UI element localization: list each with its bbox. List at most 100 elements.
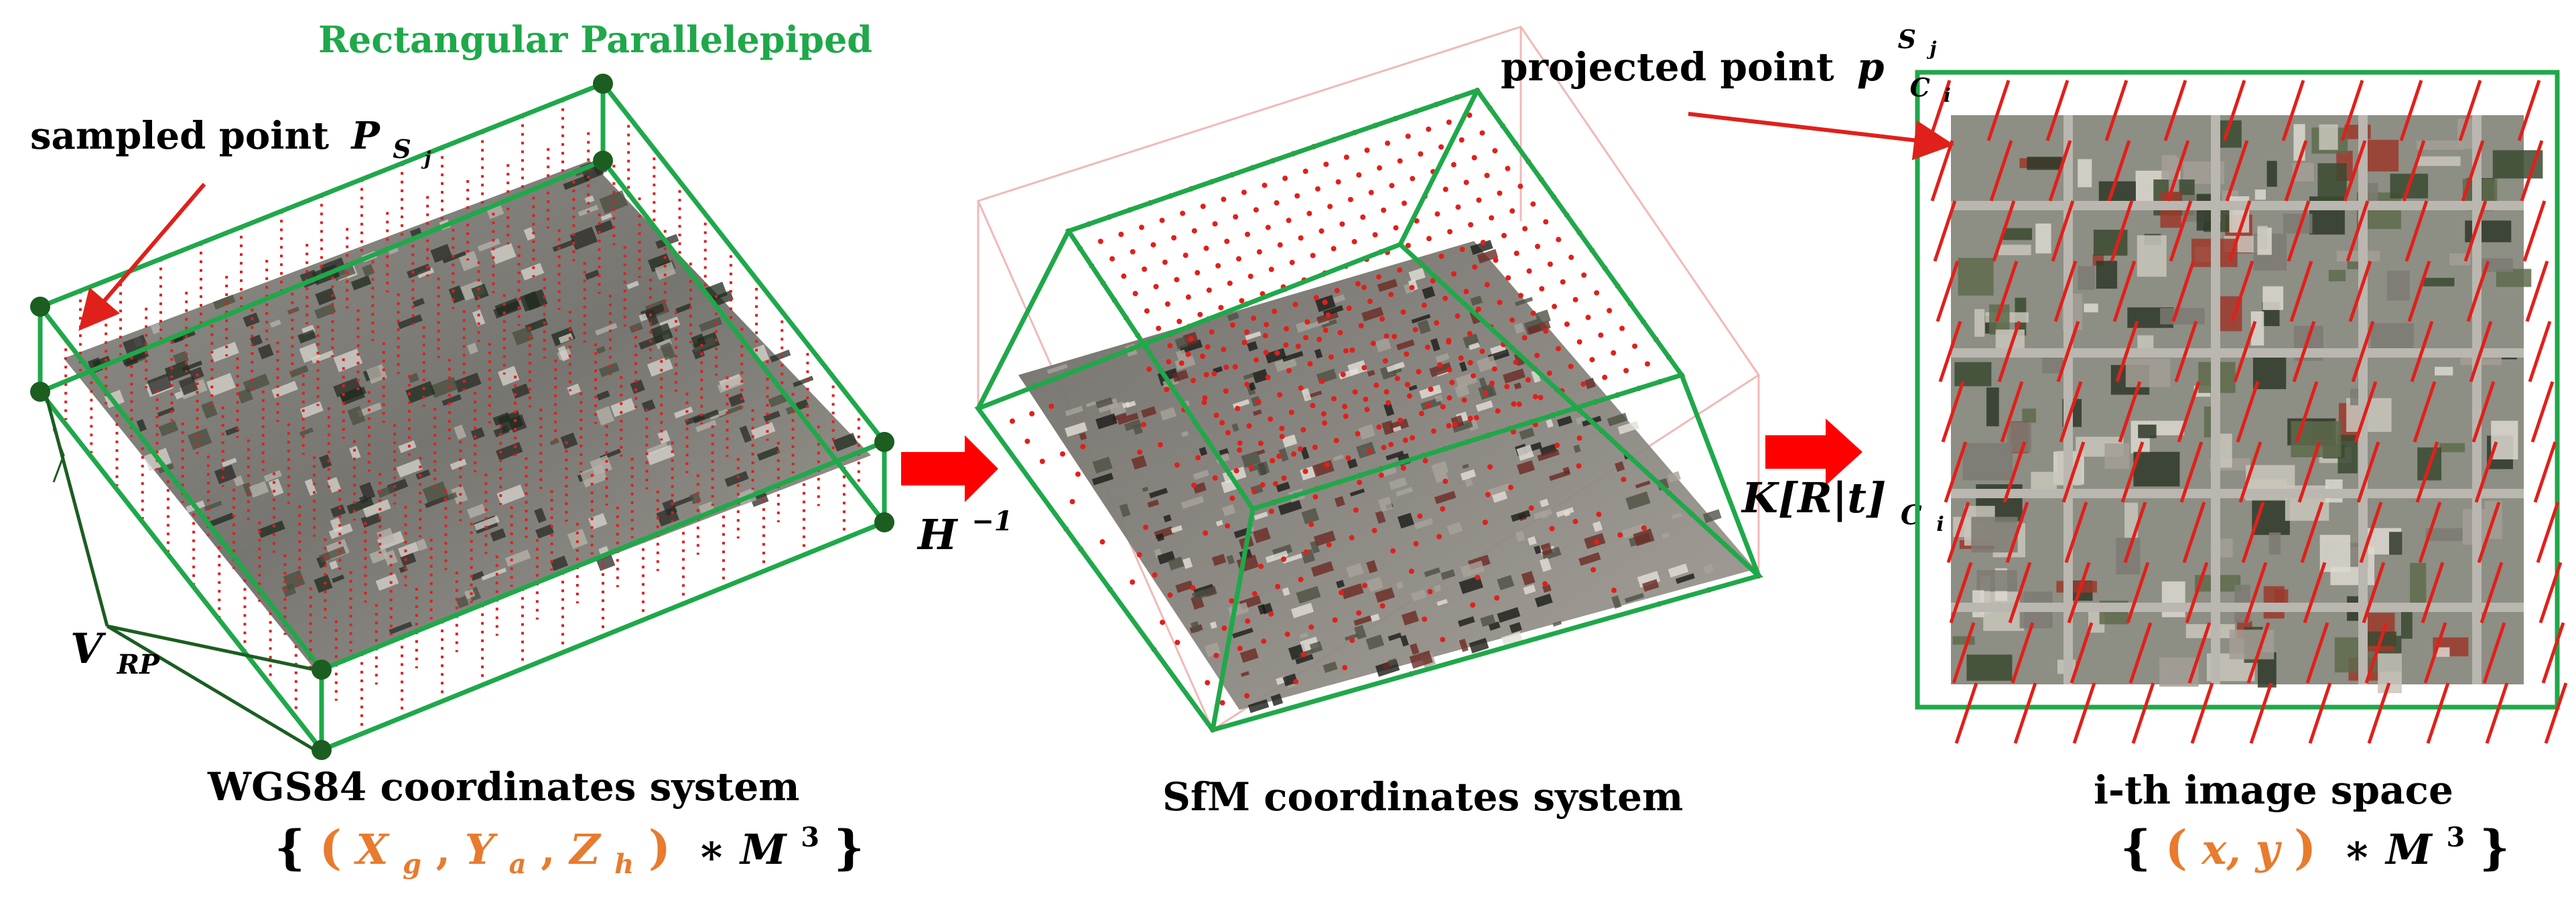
projected-segment: [2169, 200, 2193, 262]
projected-segment: [2308, 682, 2332, 744]
sample-dot: [1495, 408, 1501, 414]
cloud-patch: [1408, 384, 1418, 391]
sample-dot: [1555, 346, 1561, 352]
projected-segment: [1941, 381, 1965, 443]
cloud-patch: [1092, 456, 1113, 474]
cloud-patch: [1703, 564, 1714, 575]
projected-segment: [2356, 441, 2380, 503]
sample-dot: [1337, 329, 1343, 335]
projected-segment: [2351, 321, 2375, 382]
projected-segment: [2115, 321, 2139, 382]
projected-segment: [2480, 562, 2504, 623]
projected-segment: [2112, 260, 2137, 322]
cloud-patch: [327, 477, 342, 494]
cloud-patch: [1540, 443, 1557, 457]
cloud-patch: [598, 362, 620, 378]
aerial-block: [2078, 159, 2092, 188]
sample-dot: [1491, 366, 1497, 372]
sample-dot: [1320, 410, 1327, 417]
sample-dot: [1244, 693, 1250, 699]
cloud-patch: [1097, 398, 1120, 413]
cloud-patch: [1265, 348, 1287, 364]
sample-dot: [1422, 616, 1428, 622]
sample-dot: [1471, 155, 1477, 161]
cloud-patch: [1637, 571, 1661, 588]
sample-dot: [1203, 530, 1209, 536]
projected-segment: [2413, 381, 2437, 443]
sample-dot: [1632, 343, 1638, 349]
sample-dot: [1312, 444, 1318, 450]
cloud-patch: [210, 512, 234, 527]
sample-dot: [1424, 344, 1430, 350]
sample-dot: [1219, 420, 1225, 426]
cloud-patch: [1147, 499, 1160, 508]
sample-dot: [1538, 394, 1544, 400]
sample-dot: [1470, 602, 1476, 608]
cloud-patch: [1282, 434, 1298, 448]
projected-segment: [2415, 441, 2439, 503]
cloud-patch: [596, 390, 610, 401]
cloud-patch: [222, 457, 237, 467]
cloud-patch: [1434, 394, 1443, 402]
cloud-patch: [350, 275, 372, 291]
cloud-patch: [458, 250, 480, 272]
cloud-patch: [1252, 527, 1271, 544]
sample-dot: [1438, 253, 1444, 259]
sample-dot: [1427, 589, 1433, 595]
cloud-patch: [1119, 503, 1131, 518]
cloud-patch: [523, 227, 535, 241]
sample-dot: [1310, 252, 1316, 258]
sample-dot: [1594, 290, 1600, 296]
cloud-patch: [1615, 461, 1625, 472]
cloud-patch: [1667, 471, 1682, 483]
projected-segment: [2045, 80, 2070, 141]
cloud-patch: [1573, 444, 1581, 453]
cloud-patch: [659, 342, 676, 361]
sample-dot: [1532, 394, 1538, 400]
cloud-patch: [1624, 593, 1645, 603]
cloud-patch: [1515, 530, 1526, 542]
sampled-point-symbol: P: [350, 114, 381, 158]
cloud-patch: [750, 492, 769, 508]
sample-dot: [1195, 455, 1201, 461]
sample-dot: [1326, 542, 1332, 548]
aerial-block: [1958, 258, 1994, 296]
wgs84-var-x: X: [353, 825, 390, 874]
cloud-patch: [1578, 552, 1601, 567]
sampled-point-sub: S: [393, 134, 411, 164]
sample-dot: [1229, 322, 1235, 328]
cloud-patch: [237, 388, 253, 404]
aerial-block: [2027, 157, 2063, 170]
aerial-block: [2317, 163, 2347, 204]
sample-dot: [1492, 148, 1498, 154]
projected-segment: [2536, 502, 2560, 563]
cloud-patch: [332, 575, 345, 583]
cloud-patch: [466, 504, 486, 519]
projected-segment: [2171, 260, 2195, 322]
sample-dot: [1454, 313, 1461, 319]
wgs84-m: M: [739, 825, 788, 874]
cloud-patch: [1282, 351, 1304, 362]
projected-segment: [2056, 321, 2080, 382]
cloud-patch: [630, 379, 645, 394]
sample-dot: [1507, 484, 1513, 490]
cloud-patch: [1556, 507, 1574, 518]
aerial-block: [2137, 235, 2167, 277]
cloud-patch: [1635, 480, 1651, 489]
sample-dot: [1461, 397, 1467, 403]
aerial-block: [1952, 636, 1975, 645]
aerial-block: [2336, 250, 2380, 262]
cloud-patch: [1457, 616, 1475, 627]
cloud-patch: [1408, 267, 1426, 282]
sample-dot: [1164, 386, 1170, 392]
projected-segment: [2284, 140, 2308, 202]
sample-dot: [1446, 119, 1452, 125]
sample-dot: [1505, 275, 1511, 281]
sample-dot: [1385, 400, 1392, 406]
wgs84-title: WGS84 coordinates system: [207, 764, 800, 810]
cloud-patch: [1095, 413, 1117, 430]
cloud-patch: [1702, 509, 1722, 524]
projected-segment: [2466, 260, 2490, 322]
cloud-patch: [1611, 595, 1622, 609]
cloud-patch: [535, 524, 555, 539]
